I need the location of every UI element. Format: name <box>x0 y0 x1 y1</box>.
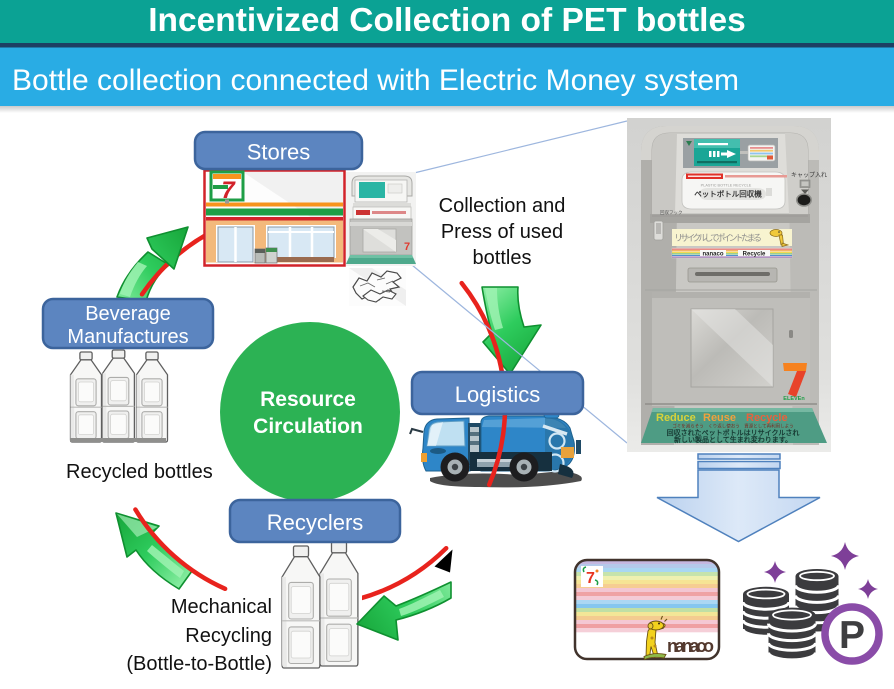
svg-text:Bottle collection connected wi: Bottle collection connected with Electri… <box>12 64 739 97</box>
svg-text:リサイクルしてポイントたまる: リサイクルしてポイントたまる <box>674 233 762 243</box>
svg-text:PLASTIC BOTTLE RECYCLE: PLASTIC BOTTLE RECYCLE <box>701 184 752 188</box>
svg-text:7: 7 <box>404 241 410 253</box>
svg-text:回収されたペットボトルはリサイクルされ: 回収されたペットボトルはリサイクルされ <box>667 428 800 437</box>
svg-text:Stores: Stores <box>247 140 311 165</box>
svg-text:Reuse: Reuse <box>703 412 736 424</box>
svg-text:Press of used: Press of used <box>441 221 563 243</box>
svg-text:新しい製品として生まれ変わります。: 新しい製品として生まれ変わります。 <box>674 435 792 444</box>
svg-text:nanaco: nanaco <box>702 252 723 258</box>
svg-text:ゴミを減らそう くり返し使おう 資源として再利用しよう: ゴミを減らそう くり返し使おう 資源として再利用しよう <box>672 423 793 430</box>
svg-text:Recycled bottles: Recycled bottles <box>66 461 213 483</box>
svg-text:回収フック: 回収フック <box>660 209 683 216</box>
svg-text:7: 7 <box>586 570 595 587</box>
svg-text:Logistics: Logistics <box>455 382 541 407</box>
svg-text:Resource: Resource <box>260 388 356 411</box>
svg-text:P: P <box>839 614 865 657</box>
svg-text:Collection and: Collection and <box>439 195 566 217</box>
svg-text:Recycling: Recycling <box>185 625 272 647</box>
svg-text:Incentivized Collection of PET: Incentivized Collection of PET bottles <box>148 2 745 39</box>
svg-text:ペットボトル回収機: ペットボトル回収機 <box>694 189 762 199</box>
svg-text:ELEVEn: ELEVEn <box>783 396 805 402</box>
svg-text:Recyclers: Recyclers <box>267 510 364 535</box>
svg-text:Beverage: Beverage <box>85 303 171 325</box>
svg-text:Mechanical: Mechanical <box>171 596 272 618</box>
svg-text:bottles: bottles <box>473 247 532 269</box>
svg-text:Reduce: Reduce <box>656 412 696 424</box>
svg-text:Manufactures: Manufactures <box>67 326 188 348</box>
svg-text:nanaco: nanaco <box>667 636 714 656</box>
svg-text:7: 7 <box>221 177 236 204</box>
svg-text:Circulation: Circulation <box>253 415 363 438</box>
svg-text:Recycle: Recycle <box>746 412 788 424</box>
svg-text:(Bottle-to-Bottle): (Bottle-to-Bottle) <box>126 653 272 675</box>
svg-text:Recycle: Recycle <box>743 252 766 258</box>
svg-text:キャップ入れ: キャップ入れ <box>791 172 827 179</box>
